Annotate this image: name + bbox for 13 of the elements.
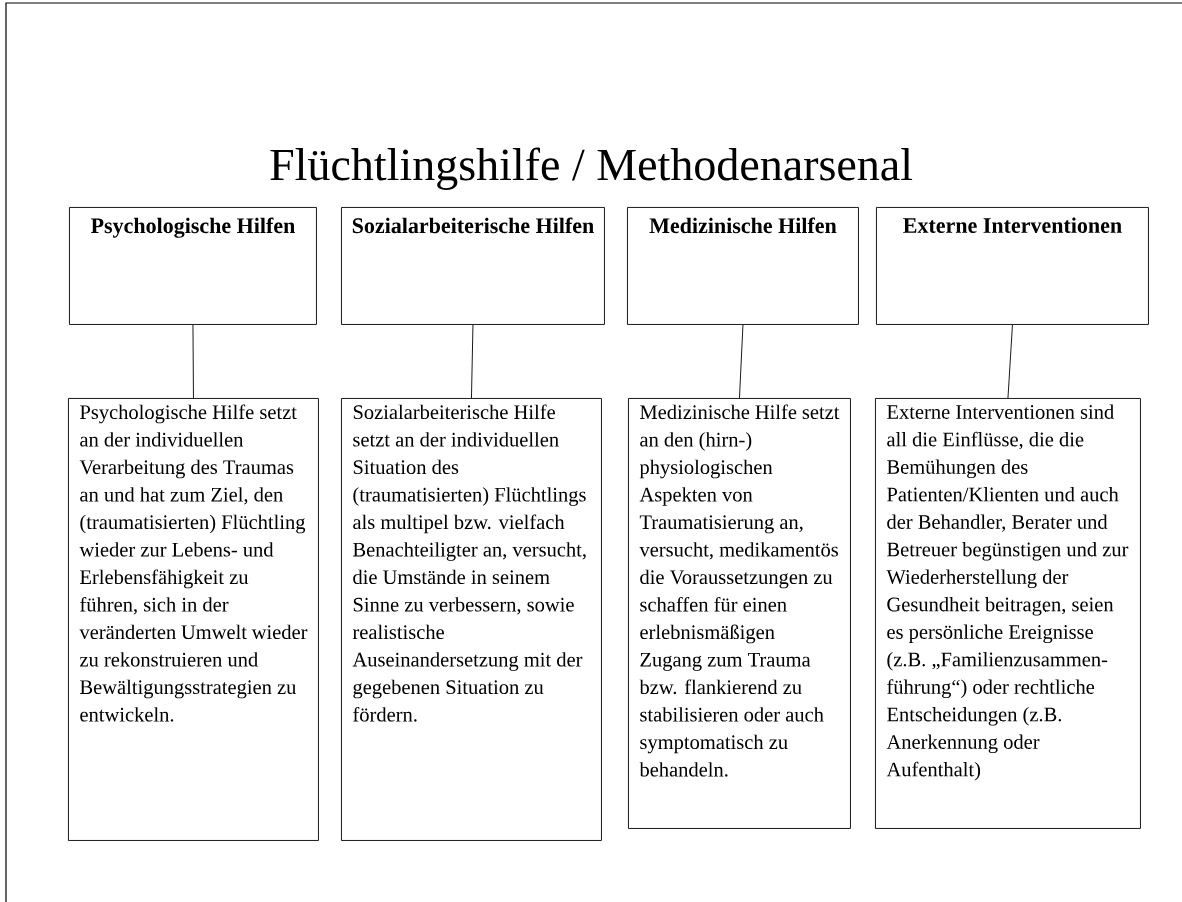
category-box: Externe Interventionen: [876, 207, 1149, 325]
connector-line: [739, 324, 744, 399]
connector-line: [192, 324, 194, 399]
description-box: Sozialarbeiterische Hilfe setzt an der individuellen Situation des (traumatisierten) Flüchtlings als multipel bzw. vielfach Benachteiligter an, versucht, die Umstände in seinem Sinne zu verbessern, sowie realistische Auseinandersetzung mit der gegebenen Situation zu fördern.: [341, 398, 602, 841]
title: Flüchtlingshilfe / Methodenarsenal: [270, 147, 913, 190]
description-box: Externe Interventionen sind all die Einflüsse, die die Bemühungen des Patienten/Klienten und auch der Behandler, Berater und Betreuer begünstigen und zur Wiederherstellung der Gesundheit beitragen, seien es persönliche Ereignisse (z.B. „Familienzusammen- führung“) oder rechtliche Entscheidungen (z.B. Anerkennung oder Aufenthalt): [875, 398, 1141, 829]
category-box: Psychologische Hilfen: [69, 207, 317, 325]
category-box: Sozialarbeiterische Hilfen: [341, 207, 605, 325]
description-box: Medizinische Hilfe setzt an den (hirn-) physiologischen Aspekten von Traumatisierung an, versucht, medikamentös die Voraussetzungen zu schaffen für einen erlebnismäßigen Zugang zum Trauma bzw. flankierend zu stabilisieren oder auch symptomatisch zu behandeln.: [628, 398, 851, 829]
description-box: Psychologische Hilfe setzt an der individuellen Verarbeitung des Traumas an und hat zum Ziel, den (traumatisierten) Flüchtling wieder zur Lebens- und Erlebensfähigkeit zu führen, sich in der veränderten Umwelt wieder zu rekonstruieren und Bewältigungsstrategien zu entwickeln.: [68, 398, 319, 841]
category-box: Medizinische Hilfen: [627, 207, 859, 325]
connector-line: [1007, 324, 1013, 399]
connector-line: [471, 324, 474, 399]
